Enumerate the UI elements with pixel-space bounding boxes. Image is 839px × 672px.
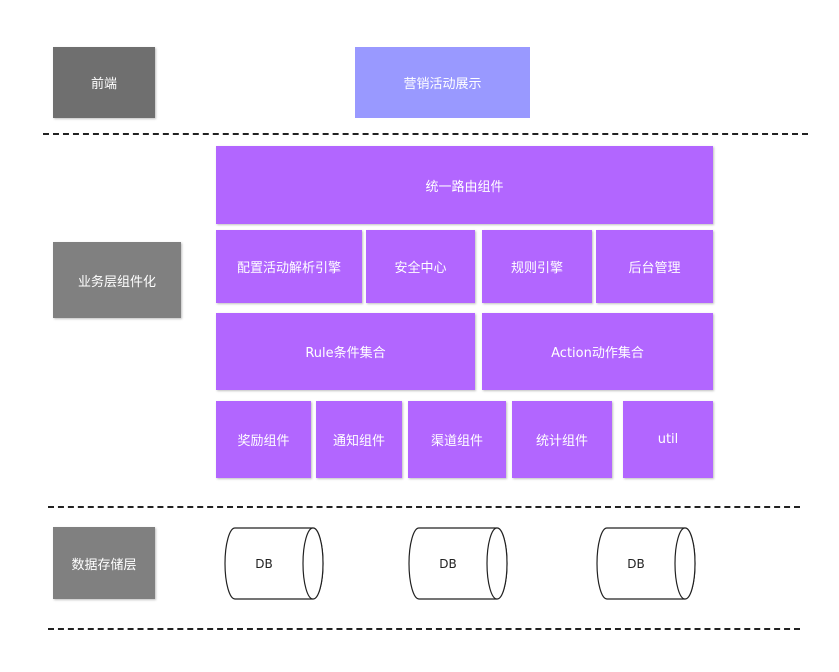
database-cylinder-icon [408, 527, 508, 600]
component-label: Action动作集合 [551, 346, 644, 361]
layer-business-label: 业务层组件化 [77, 274, 156, 290]
database-label: DB [627, 556, 645, 571]
marketing-display-box: 营销活动展示 [355, 47, 530, 118]
statistics-component: 统计组件 [512, 401, 612, 478]
layer-storage-label: 数据存储层 [71, 557, 137, 573]
component-label: 通知组件 [332, 434, 385, 449]
admin-management-component: 后台管理 [596, 230, 713, 303]
database-cylinder-icon [596, 527, 696, 600]
component-label: 统一路由组件 [425, 179, 504, 195]
component-label: 配置活动解析引擎 [236, 261, 341, 276]
layer-frontend-label: 前端 [90, 77, 117, 92]
util-component: util [623, 401, 713, 478]
layer-frontend: 前端 [53, 47, 155, 118]
channel-component: 渠道组件 [408, 401, 506, 478]
component-label: 统计组件 [535, 434, 588, 449]
action-set-component: Action动作集合 [482, 313, 713, 390]
database-label: DB [439, 556, 457, 571]
component-label: Rule条件集合 [305, 346, 386, 361]
marketing-display-label: 营销活动展示 [403, 77, 482, 92]
component-label: 渠道组件 [430, 434, 483, 449]
component-label: 规则引擎 [510, 261, 563, 276]
security-center-component: 安全中心 [366, 230, 475, 303]
separator-line-1 [43, 133, 808, 135]
layer-storage: 数据存储层 [53, 527, 155, 599]
database-label: DB [255, 556, 273, 571]
separator-line-2 [48, 506, 800, 508]
component-label: 后台管理 [628, 261, 681, 276]
reward-component: 奖励组件 [216, 401, 311, 478]
component-label: util [657, 432, 679, 447]
config-activity-engine-component: 配置活动解析引擎 [216, 230, 362, 303]
unified-router-component: 统一路由组件 [216, 146, 713, 224]
component-label: 奖励组件 [237, 434, 290, 449]
rule-condition-set-component: Rule条件集合 [216, 313, 475, 390]
notification-component: 通知组件 [316, 401, 402, 478]
component-label: 安全中心 [394, 261, 447, 276]
layer-business: 业务层组件化 [53, 242, 181, 318]
rule-engine-component: 规则引擎 [482, 230, 592, 303]
separator-line-3 [48, 628, 800, 630]
database-cylinder-icon [224, 527, 324, 600]
